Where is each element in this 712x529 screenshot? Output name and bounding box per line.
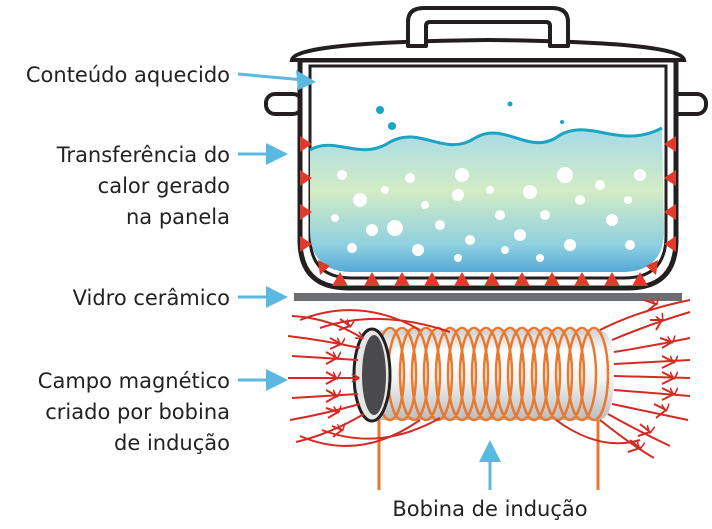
lid-handle: [406, 6, 570, 48]
label-heat-transfer-line3: na panela: [126, 205, 230, 229]
water-surface-line: [309, 126, 663, 152]
arrow-heat-transfer: [238, 143, 288, 165]
heat-markers: [300, 136, 676, 286]
arrow-induction-coil: [479, 440, 501, 490]
cooking-pot: [264, 6, 708, 291]
label-magnetic-field-line1: Campo magnético: [38, 369, 230, 393]
arrow-heated-content: [237, 70, 316, 90]
bubbles: [331, 167, 646, 262]
ceramic-glass-plate: [294, 293, 682, 301]
pot-lid: [289, 37, 687, 62]
label-heat-transfer-line2: calor gerado: [98, 174, 230, 198]
arrow-magnetic-field: [238, 369, 288, 391]
label-magnetic-field-line3: de indução: [114, 431, 230, 455]
callout-arrows: [237, 70, 501, 490]
pot-left-handle: [264, 92, 304, 116]
label-magnetic-field-line2: criado por bobina: [45, 400, 230, 424]
water: [310, 128, 664, 272]
induction-coil: [352, 326, 614, 490]
label-ceramic-glass: Vidro cerâmico: [73, 286, 230, 310]
label-heated-content: Conteúdo aquecido: [26, 63, 230, 87]
label-induction-coil: Bobina de indução: [392, 497, 587, 521]
label-heat-transfer-line1: Transferência do: [56, 143, 230, 167]
magnetic-field-lines: [287, 300, 691, 459]
arrow-ceramic-glass: [238, 286, 288, 308]
